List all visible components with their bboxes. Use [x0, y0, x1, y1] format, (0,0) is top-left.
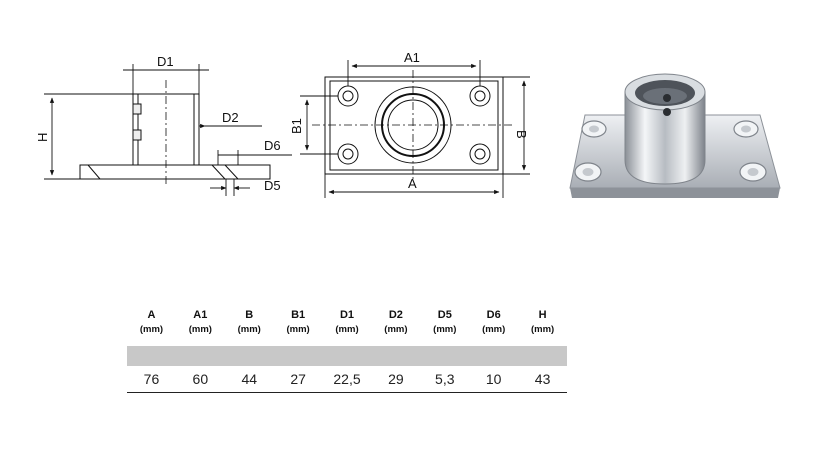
value-d1: 22,5	[333, 371, 361, 387]
top-view	[312, 70, 515, 180]
label-d2: D2	[222, 110, 239, 125]
spec-table-header: A(mm) A1(mm) B(mm) B1(mm) D1(mm) D2(mm) …	[127, 308, 567, 346]
table-shaded-band	[127, 346, 567, 366]
spec-table: A(mm) A1(mm) B(mm) B1(mm) D1(mm) D2(mm) …	[127, 308, 567, 393]
value-a: 76	[143, 371, 160, 387]
column-header-h: H(mm)	[530, 309, 555, 335]
value-d6: 10	[485, 371, 502, 387]
product-photo	[569, 73, 781, 198]
label-d6: D6	[264, 138, 281, 153]
column-header-b1: B1(mm)	[286, 309, 310, 335]
value-a1: 60	[192, 371, 209, 387]
value-b1: 27	[290, 371, 306, 387]
column-header-d2: D2(mm)	[384, 309, 408, 335]
label-d1: D1	[157, 54, 174, 69]
table-row: 76 60 44 27 22,5 29 5,3 10 43	[127, 366, 567, 393]
value-d2: 29	[388, 371, 404, 387]
column-header-a: A(mm)	[139, 309, 164, 335]
label-b: B	[514, 130, 529, 139]
column-header-a1: A1(mm)	[188, 309, 212, 335]
column-header-d5: D5(mm)	[433, 309, 457, 335]
label-a: A	[408, 176, 417, 191]
technical-drawing: D1 D2 D6 D5 H A1 A B	[35, 50, 781, 198]
value-h: 43	[534, 371, 551, 387]
column-header-d6: D6(mm)	[482, 309, 506, 335]
column-header-d1: D1(mm)	[335, 309, 359, 335]
label-b1: B1	[289, 118, 304, 134]
column-header-b: B(mm)	[237, 309, 261, 335]
value-d5: 5,3	[435, 371, 455, 387]
label-h: H	[35, 133, 50, 142]
label-a1: A1	[404, 50, 420, 65]
side-view	[79, 80, 271, 186]
label-d5: D5	[264, 178, 281, 193]
value-b: 44	[241, 371, 258, 387]
